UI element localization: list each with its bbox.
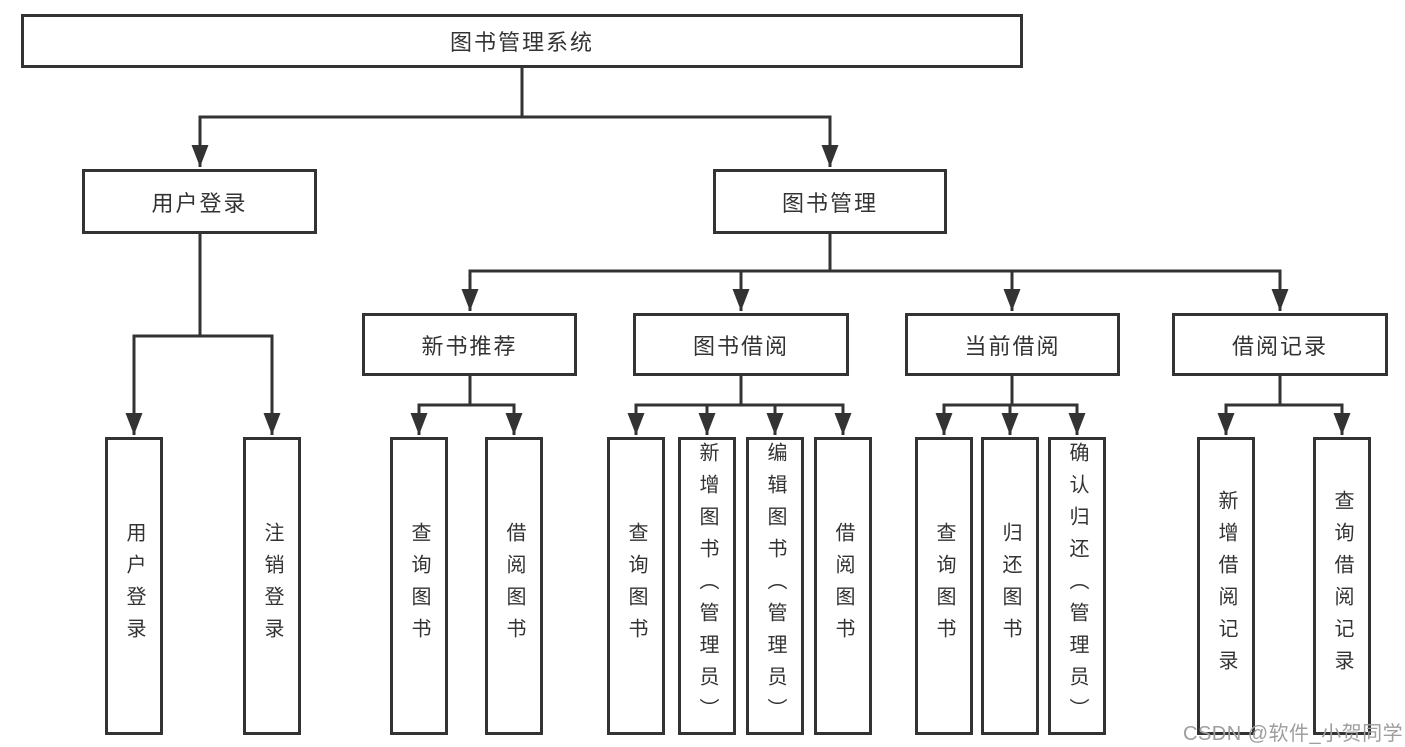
- node-label: 借阅图书: [832, 522, 854, 650]
- csdn-watermark: CSDN @软件_小贺同学: [1183, 723, 1404, 745]
- leaf-cb-confirm-return-admin: 确认归还（管理员）: [1048, 437, 1106, 735]
- node-label: 新增图书（管理员）: [696, 442, 718, 730]
- node-label: 借阅图书: [503, 522, 525, 650]
- node-new-book-recommend: 新书推荐: [362, 313, 577, 376]
- node-borrowing-records: 借阅记录: [1172, 313, 1388, 376]
- node-label: 用户登录: [123, 522, 145, 650]
- leaf-bb-edit-books-admin: 编辑图书（管理员）: [746, 437, 804, 735]
- leaf-bb-borrow-books: 借阅图书: [814, 437, 872, 735]
- leaf-nbr-query-books: 查询图书: [390, 437, 448, 735]
- leaf-user-login: 用户登录: [105, 437, 163, 735]
- node-label: 用户登录: [151, 190, 248, 216]
- leaf-cb-return-books: 归还图书: [981, 437, 1039, 735]
- node-current-borrowing: 当前借阅: [905, 313, 1120, 376]
- node-label: 查询图书: [408, 522, 430, 650]
- node-label: 查询图书: [933, 522, 955, 650]
- node-label: 确认归还（管理员）: [1066, 442, 1088, 730]
- node-label: 借阅记录: [1231, 333, 1328, 359]
- node-library-management-system: 图书管理系统: [21, 14, 1023, 68]
- leaf-br-add-borrow-record: 新增借阅记录: [1197, 437, 1255, 735]
- node-book-borrowing: 图书借阅: [633, 313, 849, 376]
- node-label: 归还图书: [999, 522, 1021, 650]
- node-label: 编辑图书（管理员）: [764, 442, 786, 730]
- node-label: 当前借阅: [964, 333, 1061, 359]
- node-label: 查询借阅记录: [1331, 490, 1353, 682]
- leaf-nbr-borrow-books: 借阅图书: [485, 437, 543, 735]
- node-label: 新书推荐: [421, 333, 518, 359]
- node-label: 注销登录: [261, 522, 283, 650]
- node-book-management: 图书管理: [713, 169, 947, 234]
- node-label: 图书管理: [781, 190, 878, 216]
- node-label: 图书管理系统: [449, 30, 594, 55]
- leaf-cb-query-books: 查询图书: [915, 437, 973, 735]
- node-label: 图书借阅: [692, 333, 789, 359]
- leaf-bb-query-books: 查询图书: [607, 437, 665, 735]
- node-user-login: 用户登录: [82, 169, 317, 234]
- node-label: 新增借阅记录: [1215, 490, 1237, 682]
- node-label: 查询图书: [625, 522, 647, 650]
- leaf-br-query-borrow-record: 查询借阅记录: [1313, 437, 1371, 735]
- leaf-logout: 注销登录: [243, 437, 301, 735]
- leaf-bb-add-books-admin: 新增图书（管理员）: [678, 437, 736, 735]
